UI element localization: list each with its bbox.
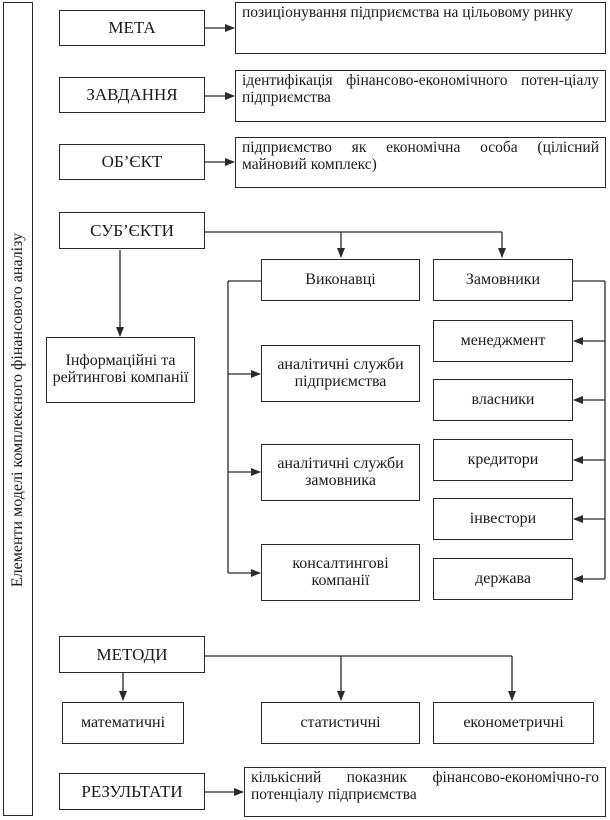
info-companies-text: Інформаційні та рейтингові компанії — [52, 352, 189, 386]
executor-item: консалтингові компанії — [261, 544, 420, 601]
sidebar-frame — [3, 2, 33, 816]
executor-item: аналітичні служби замовника — [261, 444, 420, 501]
executor-item-label: консалтингові компанії — [292, 554, 389, 589]
executors-box: Виконавці — [261, 259, 420, 301]
goal-label: МЕТА — [108, 18, 156, 38]
customer-item-label: держава — [475, 569, 531, 587]
results-label-box: РЕЗУЛЬТАТИ — [59, 773, 205, 810]
method-item-label: статистичні — [300, 713, 381, 731]
customer-item: держава — [433, 558, 573, 600]
customer-item-label: інвестори — [469, 509, 537, 527]
subjects-label: СУБ’ЄКТИ — [90, 220, 174, 240]
customer-item: кредитори — [433, 439, 573, 481]
task-text-box: ідентифікація фінансово-економічного пот… — [235, 70, 606, 122]
object-label: ОБ’ЄКТ — [101, 152, 163, 172]
customer-item-label: кредитори — [467, 450, 539, 468]
executors-title: Виконавці — [305, 270, 376, 288]
executor-item-label: аналітичні служби замовника — [277, 454, 404, 489]
results-text-box: кількісний показник фінансово-економічно… — [244, 767, 606, 817]
customer-item: менеджмент — [433, 320, 573, 362]
method-item-label: економетричні — [463, 713, 564, 731]
task-label: ЗАВДАННЯ — [86, 85, 178, 105]
method-item-label: математичні — [80, 713, 166, 731]
goal-text: позиціонування підприємства на цільовому… — [242, 4, 573, 21]
object-text-box: підприємство як економічна особа (цілісн… — [235, 137, 606, 188]
method-item: статистичні — [261, 702, 420, 744]
methods-label: МЕТОДИ — [96, 644, 168, 664]
subjects-label-box: СУБ’ЄКТИ — [59, 212, 205, 249]
customer-item: власники — [433, 379, 573, 421]
goal-text-box: позиціонування підприємства на цільовому… — [235, 2, 606, 54]
info-companies-box: Інформаційні та рейтингові компанії — [46, 337, 195, 403]
goal-label-box: МЕТА — [59, 10, 205, 46]
executor-item-label: аналітичні служби підприємства — [277, 355, 404, 390]
object-text: підприємство як економічна особа (цілісн… — [242, 139, 599, 173]
customers-title: Замовники — [465, 270, 541, 288]
customer-item-label: менеджмент — [460, 331, 546, 349]
customer-item: інвестори — [433, 498, 573, 540]
methods-label-box: МЕТОДИ — [59, 636, 205, 673]
object-label-box: ОБ’ЄКТ — [59, 144, 205, 180]
task-text: ідентифікація фінансово-економічного пот… — [242, 72, 599, 106]
method-item: математичні — [62, 702, 184, 744]
results-label: РЕЗУЛЬТАТИ — [81, 781, 183, 801]
task-label-box: ЗАВДАННЯ — [59, 77, 205, 113]
method-item: економетричні — [433, 702, 594, 744]
results-text: кількісний показник фінансово-економічно… — [251, 769, 599, 803]
customer-item-label: власники — [471, 390, 535, 408]
executor-item: аналітичні служби підприємства — [261, 345, 420, 402]
customers-box: Замовники — [433, 259, 573, 301]
